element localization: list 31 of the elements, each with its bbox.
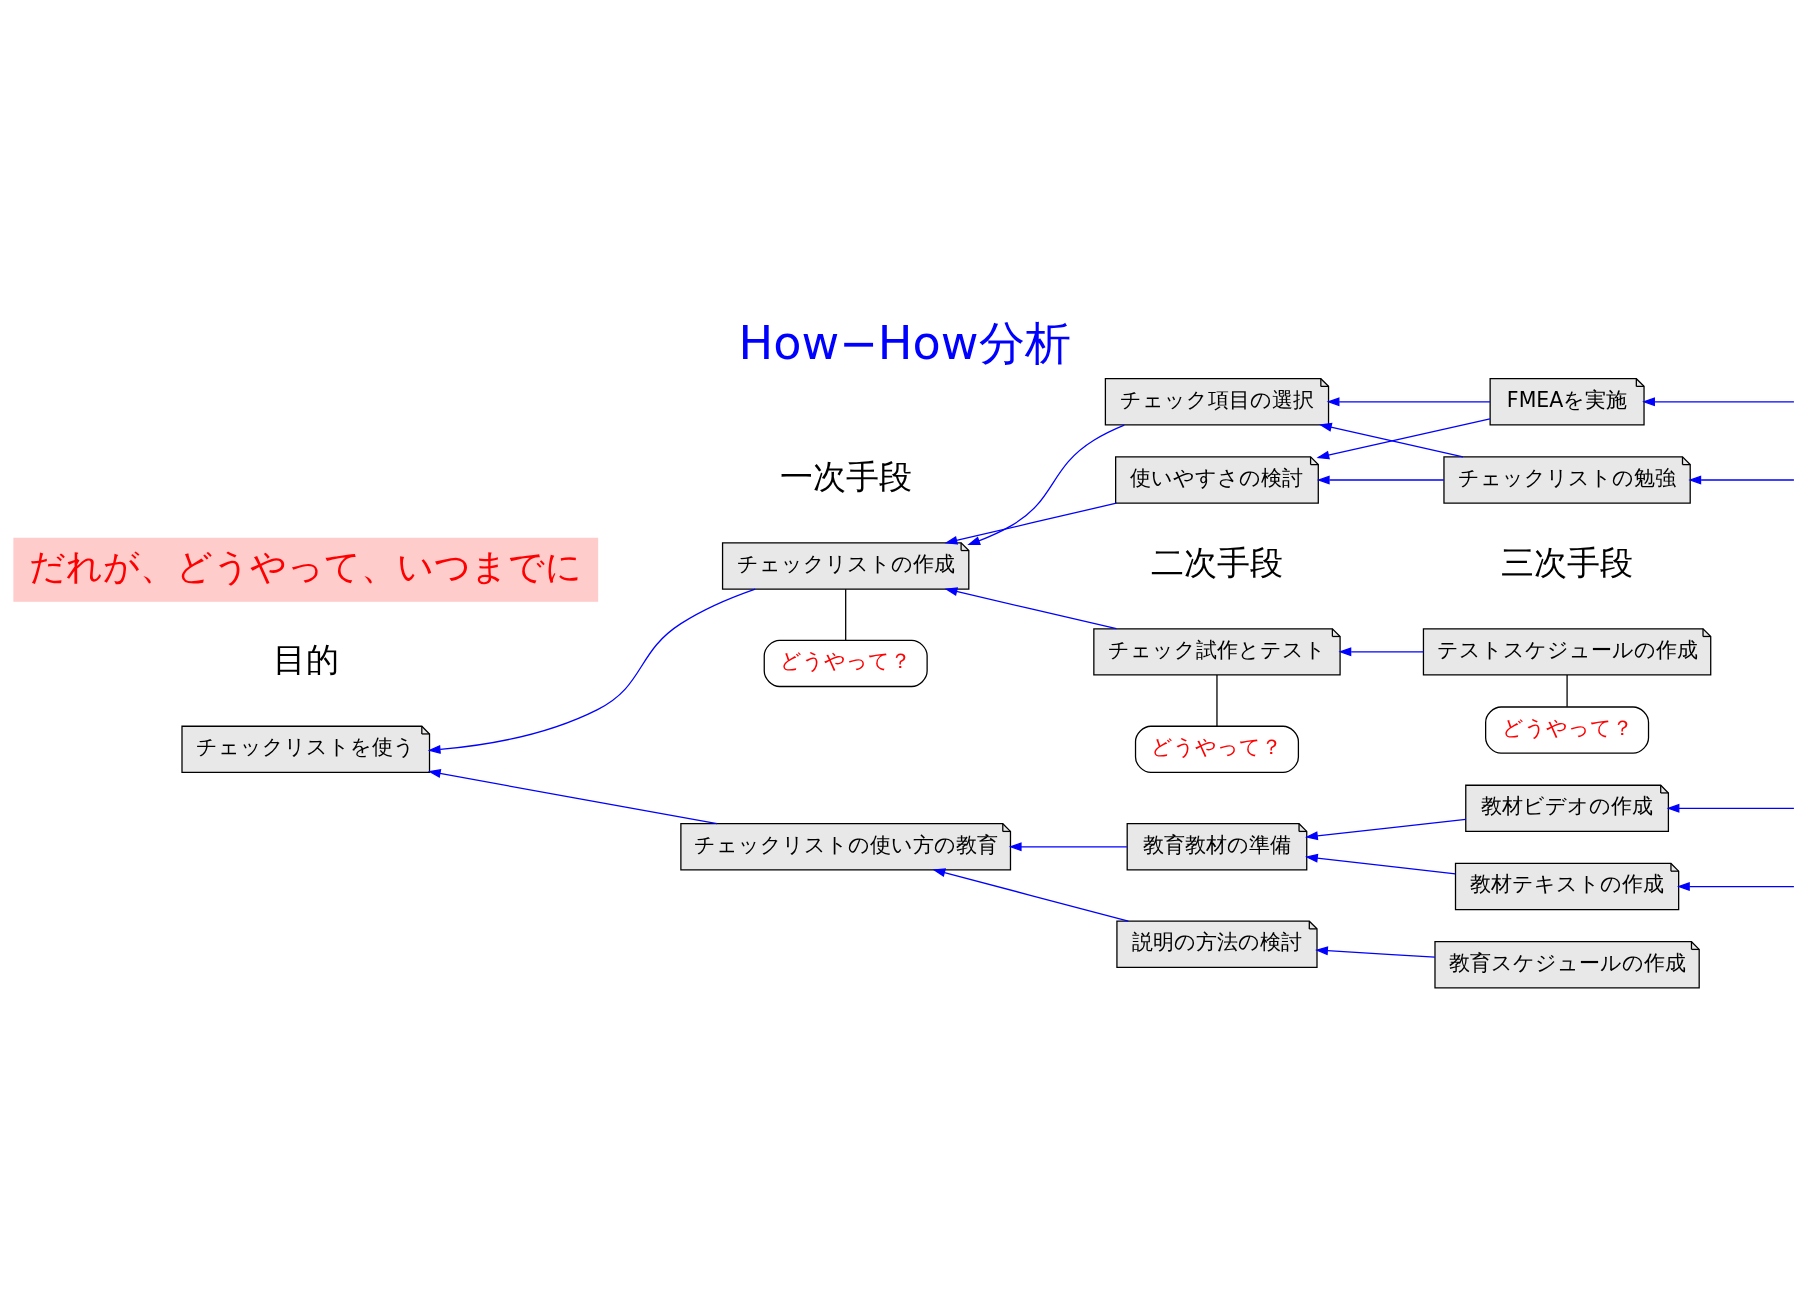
arrow: [1316, 475, 1445, 484]
arrow: [1642, 396, 1795, 406]
arrow: [427, 587, 756, 754]
arrow: [1676, 881, 1795, 891]
arrow: [932, 867, 1129, 922]
label: 一次手段: [779, 456, 912, 496]
arrow: [1316, 417, 1491, 459]
node-box: だれが、どうやって、いつまでに: [13, 537, 599, 602]
connector: [1216, 673, 1218, 727]
connector: [1566, 673, 1568, 707]
arrow: [1338, 646, 1425, 656]
arrow: [1305, 818, 1467, 840]
node-box: どうやって？: [1134, 725, 1300, 773]
arrow: [967, 423, 1125, 545]
arrow: [1666, 803, 1795, 813]
arrow: [1008, 841, 1128, 851]
label: 三次手段: [1501, 542, 1634, 582]
arrow: [1305, 853, 1456, 875]
arrow: [1318, 422, 1464, 457]
arrow: [1315, 945, 1436, 958]
arrow: [427, 768, 718, 824]
connector: [845, 588, 847, 641]
arrow: [1326, 396, 1491, 406]
node-box: どうやって？: [1485, 705, 1650, 754]
node-box: どうやって？: [763, 639, 928, 687]
label: 二次手段: [1150, 542, 1283, 582]
arrow: [1688, 475, 1795, 484]
label: 目的: [272, 639, 339, 679]
arrow: [944, 502, 1118, 545]
arrow: [944, 586, 1118, 629]
diagram-title: How−How分析: [738, 315, 1071, 370]
